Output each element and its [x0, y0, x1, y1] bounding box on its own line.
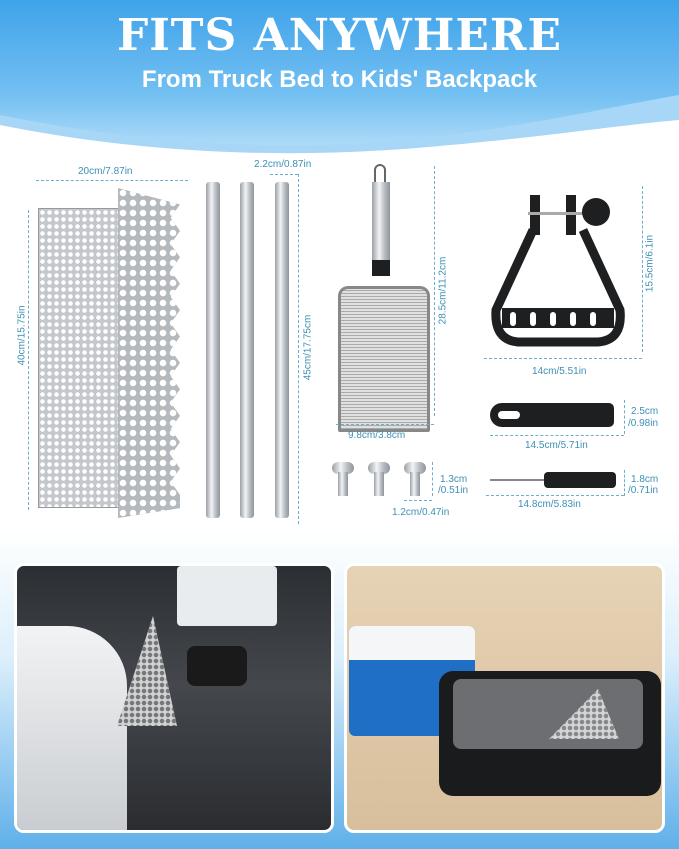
- screwdriver-diameter-label-2: /0.71in: [628, 485, 659, 496]
- wave-decoration: [0, 95, 679, 175]
- screw-height-label-1: 1.3cm: [440, 474, 468, 485]
- grip-diameter-label-2: /0.98in: [628, 418, 659, 429]
- pole-diameter-label: 2.2cm/0.87in: [254, 159, 312, 170]
- scoop-image: [338, 164, 430, 432]
- pole-3: [275, 182, 289, 518]
- scoop-height-label: 28.5cm/11.2cm: [437, 256, 449, 325]
- sifter-width-label: 20cm/7.87in: [78, 166, 133, 177]
- screwdriver-diameter-label-1: 1.8cm: [631, 474, 659, 485]
- sifter-height-label: 40cm/15.75in: [16, 305, 28, 366]
- pole-1: [206, 182, 220, 518]
- grip-length-label: 14.5cm/5.71in: [525, 440, 588, 451]
- screws-image: [332, 462, 428, 498]
- handle-height-label: 15.5cm/6.1in: [644, 234, 656, 293]
- screwdriver-length-label: 14.8cm/5.83in: [518, 499, 581, 510]
- screwdriver-image: [490, 470, 622, 490]
- beach-suitcase-photo: [344, 563, 665, 833]
- d-handle-image: [491, 195, 625, 347]
- scoop-width-label: 9.8cm/3.8cm: [348, 430, 406, 441]
- screw-height-label-2: /0.51in: [438, 485, 469, 496]
- pole-2: [240, 182, 254, 518]
- page-subtitle: From Truck Bed to Kids' Backpack: [141, 66, 538, 93]
- sifter-basket-image: [38, 188, 188, 518]
- grip-diameter-label-1: 2.5cm: [631, 406, 659, 417]
- handle-width-label: 14cm/5.51in: [532, 366, 587, 377]
- screw-width-label: 1.2cm/0.47in: [392, 507, 450, 518]
- pole-length-label: 45cm/17.75cm: [302, 314, 314, 381]
- truck-trunk-photo: [14, 563, 334, 833]
- page-title: FITS ANYWHERE: [116, 10, 563, 61]
- grip-image: [490, 403, 614, 427]
